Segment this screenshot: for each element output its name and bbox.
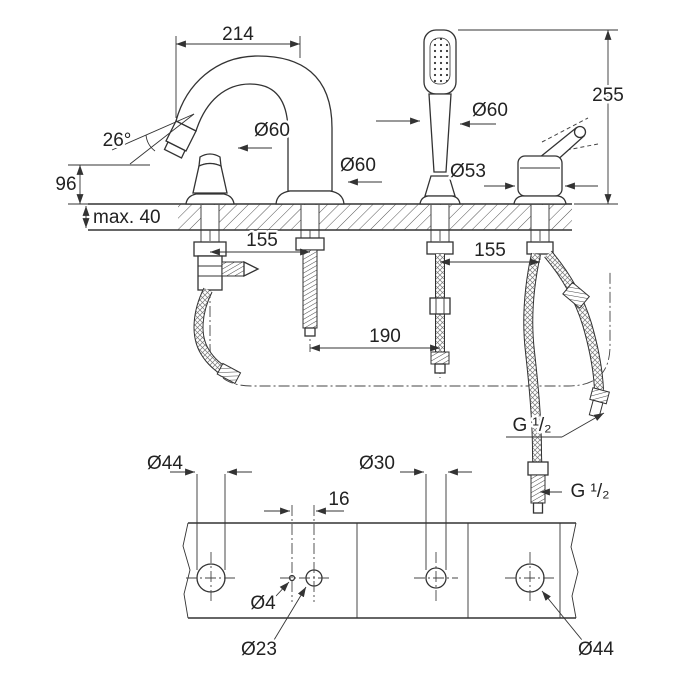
handle-escutcheon <box>185 193 235 205</box>
mixer-hose-left <box>524 253 542 479</box>
hose-end-fitting-lower <box>527 461 549 514</box>
break-line-right <box>570 522 579 619</box>
deck-holes <box>186 505 555 604</box>
dim-dia-spout: Ø60 <box>340 155 376 176</box>
side-outlet-fitting <box>243 260 260 278</box>
shower-handle <box>428 93 452 173</box>
dim-spout-reach: 214 <box>222 24 254 45</box>
deck-band <box>182 522 579 619</box>
dim-spacing-left: 155 <box>246 230 278 251</box>
spout-aerator <box>163 141 186 159</box>
spout-threaded-stud <box>302 249 318 329</box>
spout-escutcheon <box>275 190 345 205</box>
dim-dia-mixer: Ø53 <box>450 161 486 182</box>
dim-hole-left: Ø44 <box>147 453 183 474</box>
dim-dia-shower: Ø60 <box>472 100 508 121</box>
hand-shower <box>419 29 461 205</box>
dim-deck-thickness: max. 40 <box>93 207 161 228</box>
dim-spacing-middle: 190 <box>369 326 401 347</box>
hose-end-fitting-upper <box>588 387 610 418</box>
dim-hole-right: Ø44 <box>578 639 614 660</box>
shower-spray-face <box>429 37 451 85</box>
dim-hole-pilot: Ø4 <box>250 593 276 614</box>
dim-hole-shower: Ø30 <box>359 453 395 474</box>
dim-dia-handle: Ø60 <box>254 120 290 141</box>
dim-outlet-height: 96 <box>55 174 76 195</box>
dim-spacing-right: 155 <box>474 240 506 261</box>
plan-dimensions: Ø44 Ø30 16 Ø4 Ø23 Ø44 <box>145 451 617 663</box>
hose-routing-centerline <box>209 268 611 387</box>
elevation-dimensions: 214 255 26° 96 max. 40 Ø60 Ø60 <box>53 22 626 505</box>
under-deck-connections <box>193 205 610 514</box>
break-line-left <box>182 522 191 619</box>
valve-handle <box>185 153 235 205</box>
dim-hole-spout: Ø23 <box>241 639 277 660</box>
dim-pilot-offset: 16 <box>328 489 349 510</box>
plan-view: Ø44 Ø30 16 Ø4 Ø23 Ø44 <box>145 451 617 663</box>
elevation-view: 214 255 26° 96 max. 40 Ø60 Ø60 <box>53 22 626 514</box>
mixer-valve <box>513 117 599 205</box>
mixer-escutcheon <box>513 195 567 205</box>
bath-spout <box>163 55 345 205</box>
dim-thread-lower: G ¹/₂ <box>570 481 609 502</box>
dim-spout-angle: 26° <box>103 130 132 151</box>
dim-shower-height: 255 <box>592 85 624 106</box>
mixer-hose-right <box>544 251 603 391</box>
dim-thread-upper: G ¹/₂ <box>512 415 551 436</box>
shower-holder <box>424 175 456 197</box>
spout-outlet <box>165 120 197 152</box>
shower-escutcheon <box>419 195 461 205</box>
